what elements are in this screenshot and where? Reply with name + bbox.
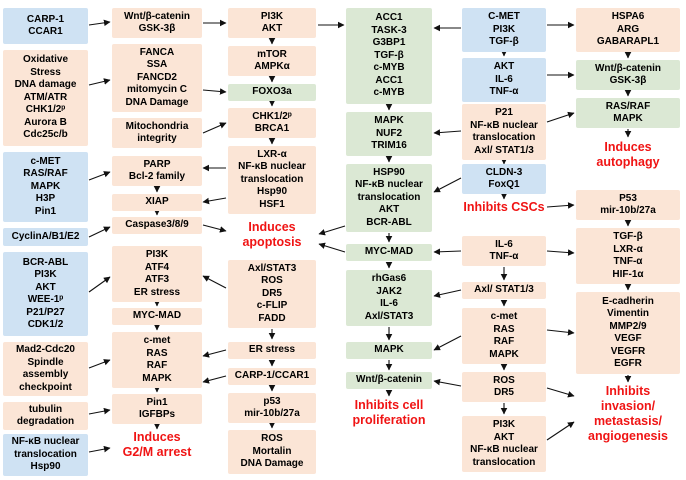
node-er-stress: ER stress bbox=[228, 342, 316, 359]
node-carp1-ccar1: CARP-1 CCAR1 bbox=[3, 8, 88, 44]
node-tubulin-degradation: tubulin degradation bbox=[3, 402, 88, 430]
node-ros-dr5: ROS DR5 bbox=[462, 372, 546, 402]
arrow bbox=[546, 329, 575, 336]
arrow bbox=[433, 378, 462, 387]
arrow bbox=[202, 349, 227, 358]
node-wnt-gsk-right: Wnt/β-catenin GSK-3β bbox=[576, 60, 680, 90]
arrow bbox=[546, 249, 575, 256]
node-carp1-ccar1-mid: CARP-1/CCAR1 bbox=[228, 368, 316, 385]
node-cldn3-foxq1: CLDN-3 FoxQ1 bbox=[462, 164, 546, 194]
arrow bbox=[433, 289, 462, 298]
node-fanca-dna: FANCA SSA FANCD2 mitomycin C DNA Damage bbox=[112, 44, 202, 112]
node-wnt-single: Wnt/β-catenin bbox=[346, 372, 432, 389]
arrow bbox=[433, 335, 462, 351]
node-tgfb-hif1a: TGF-β LXR-α TNF-α HIF-1α bbox=[576, 228, 680, 284]
label-inhibits-proliferation: Inhibits cell proliferation bbox=[352, 398, 426, 427]
node-cmet-pi3k-tgfb: C-MET PI3K TGF-β bbox=[462, 8, 546, 52]
node-rasraf-mapk: RAS/RAF MAPK bbox=[576, 98, 680, 128]
node-mitochondria: Mitochondria integrity bbox=[112, 118, 202, 148]
node-axl-stat3-dr5: Axl/STAT3 ROS DR5 c-FLIP FADD bbox=[228, 260, 316, 328]
arrow bbox=[202, 197, 227, 205]
arrow bbox=[88, 359, 111, 369]
node-mapk-single: MAPK bbox=[346, 342, 432, 359]
node-bcrabl-cdk: BCR-ABL PI3K AKT WEE-1ᵖ P21/P27 CDK1/2 bbox=[3, 252, 88, 336]
node-chk-brca1: CHK1/2ᵖ BRCA1 bbox=[228, 108, 316, 138]
node-ecadherin-egfr: E-cadherin Vimentin MMP2/9 VEGF VEGFR EG… bbox=[576, 292, 680, 374]
node-pi3k-akt-nfkb: PI3K AKT NF-κB nuclear translocation bbox=[462, 416, 546, 472]
arrow bbox=[88, 78, 111, 86]
node-axl-stat13: Axl/ STAT1/3 bbox=[462, 282, 546, 299]
arrow bbox=[202, 275, 227, 289]
node-hsp90-bcrabl: HSP90 NF-κB nuclear translocation AKT BC… bbox=[346, 164, 432, 232]
arrow bbox=[88, 276, 111, 293]
arrow bbox=[433, 177, 462, 193]
arrow bbox=[88, 19, 111, 27]
label-induces-g2m-arrest: Induces G2/M arrest bbox=[122, 430, 192, 459]
node-caspase389: Caspase3/8/9 bbox=[112, 217, 202, 234]
arrow bbox=[88, 226, 111, 238]
arrow bbox=[202, 224, 227, 233]
arrow bbox=[433, 248, 462, 256]
arrow bbox=[546, 202, 575, 209]
node-lxr-nfkb: LXR-α NF-κB nuclear translocation Hsp90 … bbox=[228, 146, 316, 214]
node-pi3k-atf: PI3K ATF4 ATF3 ER stress bbox=[112, 246, 202, 302]
arrow bbox=[202, 375, 227, 384]
arrow bbox=[546, 111, 575, 123]
node-mtor-ampk: mTOR AMPKα bbox=[228, 46, 316, 76]
arrow bbox=[202, 122, 227, 134]
arrow bbox=[88, 171, 111, 181]
arrow bbox=[318, 242, 346, 253]
label-induces-autophagy: Induces autophagy bbox=[596, 140, 660, 169]
node-nfkb-hsp90: NF-κB nuclear translocation Hsp90 bbox=[3, 434, 88, 476]
node-p53-mir-right: P53 mir-10b/27a bbox=[576, 190, 680, 220]
node-oxidative-stress: Oxidative Stress DNA damage ATM/ATR CHK1… bbox=[3, 50, 88, 146]
node-mycmad-left: MYC-MAD bbox=[112, 308, 202, 325]
node-cmet-ras-raf: c-met RAS RAF MAPK bbox=[112, 332, 202, 388]
arrow bbox=[202, 88, 227, 95]
node-hspa6-gabarapl1: HSPA6 ARG GABARAPL1 bbox=[576, 8, 680, 52]
node-il6-tnfa: IL-6 TNF-α bbox=[462, 236, 546, 266]
arrow bbox=[88, 407, 111, 415]
arrow bbox=[88, 445, 111, 453]
node-cmet-ras-right: c-met RAS RAF MAPK bbox=[462, 308, 546, 364]
node-wnt-gsk3b: Wnt/β-catenin GSK-3β bbox=[112, 8, 202, 38]
arrow bbox=[546, 387, 575, 398]
node-p53-mir: p53 mir-10b/27a bbox=[228, 393, 316, 423]
label-inhibits-invasion: Inhibits invasion/ metastasis/ angiogene… bbox=[588, 384, 668, 443]
node-cyclin: CyclinA/B1/E2 bbox=[3, 228, 88, 246]
node-foxo3a: FOXO3a bbox=[228, 84, 316, 101]
arrow bbox=[318, 225, 346, 236]
node-cmet-rasraf: c-MET RAS/RAF MAPK H3P Pin1 bbox=[3, 152, 88, 222]
node-mycmad-mid: MYC-MAD bbox=[346, 244, 432, 261]
node-p21-nfkb-axl: P21 NF-κB nuclear translocation Axl/ STA… bbox=[462, 104, 546, 160]
node-xiap: XIAP bbox=[112, 194, 202, 211]
node-parp-bcl2: PARP Bcl-2 family bbox=[112, 156, 202, 186]
node-mad2-spindle: Mad2-Cdc20 Spindle assembly checkpoint bbox=[3, 342, 88, 396]
node-mapk-nuf2: MAPK NUF2 TRIM16 bbox=[346, 112, 432, 156]
node-ros-mortalin: ROS Mortalin DNA Damage bbox=[228, 430, 316, 474]
node-akt-il6-tnfa: AKT IL-6 TNF-α bbox=[462, 58, 546, 102]
node-acc1-cmyb: ACC1 TASK-3 G3BP1 TGF-β c-MYB ACC1 c-MYB bbox=[346, 8, 432, 104]
arrow bbox=[546, 421, 575, 441]
node-pin1-igfbps: Pin1 IGFBPs bbox=[112, 394, 202, 424]
arrow bbox=[433, 129, 462, 136]
label-inhibits-cscs: Inhibits CSCs bbox=[463, 200, 545, 214]
node-rhgas6-jak2: rhGas6 JAK2 IL-6 Axl/STAT3 bbox=[346, 270, 432, 326]
label-induces-apoptosis: Induces apoptosis bbox=[242, 220, 302, 249]
node-pi3k-akt: PI3K AKT bbox=[228, 8, 316, 38]
